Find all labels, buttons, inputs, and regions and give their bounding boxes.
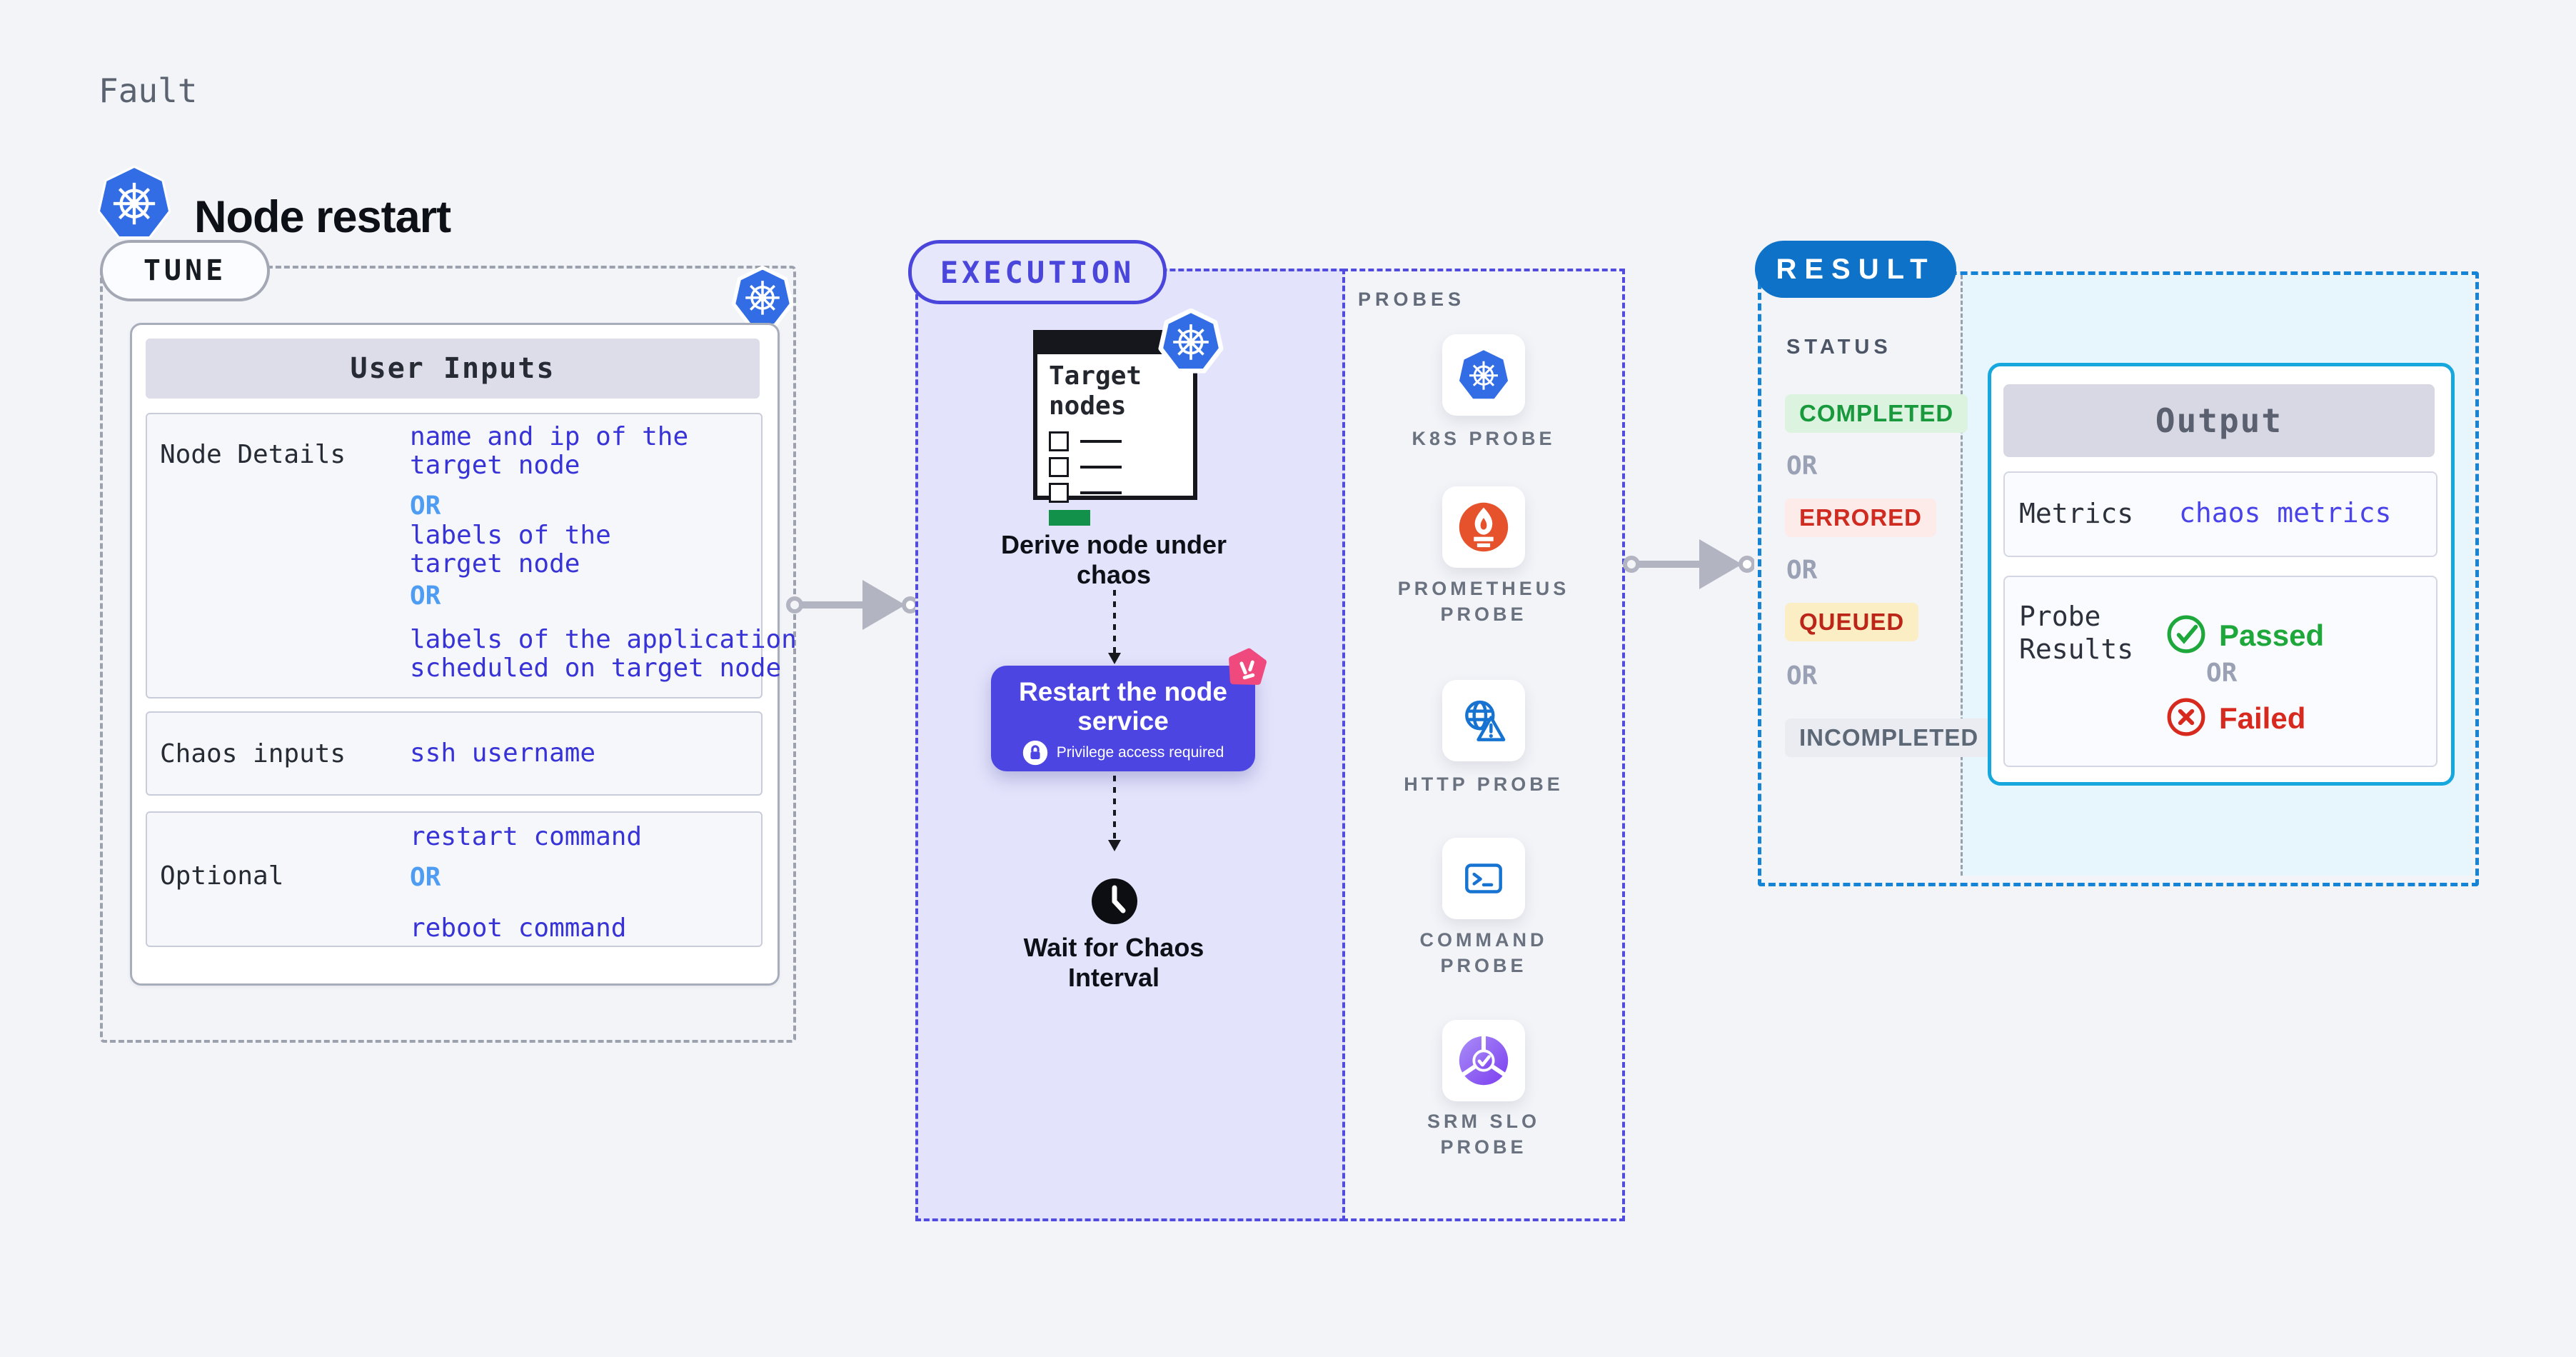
metrics-row — [2003, 471, 2437, 557]
srm-slo-icon — [1459, 1036, 1509, 1086]
status-badge-incompleted: INCOMPLETED — [1785, 718, 1993, 757]
derive-node-caption: Derive node under chaos — [1000, 530, 1227, 589]
execution-to-result-arrow — [1623, 539, 1754, 589]
restart-node-service-box: Restart the node service Privilege acces… — [991, 666, 1255, 771]
passed-label: Passed — [2219, 619, 2325, 652]
probe-label: K8S PROBE — [1412, 428, 1556, 449]
chaos-inputs-value: ssh username — [410, 738, 596, 768]
srm-slo-probe-card — [1442, 1020, 1525, 1101]
litmus-chaos-icon — [1229, 648, 1267, 685]
command-terminal-icon — [1465, 863, 1502, 893]
user-inputs-header: User Inputs — [146, 339, 760, 399]
checkbox-icon — [1049, 483, 1069, 503]
clipboard-title: Target nodes — [1049, 361, 1142, 421]
probe-label: SRM SLO PROBE — [1427, 1111, 1540, 1158]
tune-badge: TUNE — [100, 240, 270, 301]
wait-chaos-caption: Wait for Chaos Interval — [1023, 933, 1204, 992]
probe-results-label: Probe Results — [2019, 601, 2134, 665]
probe-results-row — [2003, 576, 2437, 767]
optional-row — [146, 811, 763, 947]
optional-label: Optional — [160, 861, 284, 891]
privilege-note-row: Privilege access required — [991, 740, 1255, 766]
http-globe-warning-icon — [1465, 700, 1506, 741]
kubernetes-icon — [731, 266, 794, 328]
kubernetes-icon — [1158, 309, 1224, 374]
failed-label: Failed — [2219, 701, 2306, 735]
status-badge-queued: QUEUED — [1785, 603, 1919, 641]
output-header-label: Output — [2155, 401, 2283, 440]
probe-label: PROMETHEUS PROBE — [1397, 578, 1570, 625]
node-details-value-2: labels of the target node — [410, 521, 611, 579]
kubernetes-icon — [1459, 350, 1509, 399]
node-details-value-3: labels of the application scheduled on t… — [410, 625, 797, 683]
tune-to-execution-arrow — [786, 580, 917, 630]
result-badge-label: RESULT — [1776, 253, 1936, 285]
chaos-inputs-row — [146, 711, 763, 796]
optional-value-1: restart command — [410, 822, 643, 851]
list-line — [1080, 440, 1122, 443]
probes-section — [1342, 269, 1625, 1221]
execution-badge: EXECUTION — [908, 240, 1167, 304]
output-header: Output — [2003, 384, 2435, 457]
checkbox-icon — [1049, 431, 1069, 451]
http-probe-card — [1442, 680, 1525, 761]
checkbox-icon — [1049, 457, 1069, 477]
node-details-label: Node Details — [160, 440, 346, 469]
execution-badge-label: EXECUTION — [940, 254, 1135, 290]
status-column-label: STATUS — [1786, 336, 1892, 359]
node-details-row — [146, 413, 763, 698]
result-section — [1758, 271, 2479, 886]
lock-icon — [1022, 740, 1047, 766]
checkbox-list-item — [1049, 483, 1193, 503]
command-probe-card — [1442, 838, 1525, 919]
probes-section-label: PROBES — [1358, 289, 1466, 310]
tune-badge-label: TUNE — [143, 254, 227, 287]
prometheus-icon — [1459, 502, 1509, 552]
check-circle-icon — [2167, 615, 2205, 654]
probe-label: HTTP PROBE — [1404, 773, 1564, 795]
status-badge-completed: COMPLETED — [1785, 394, 1968, 433]
status-badge-errored: ERRORED — [1785, 499, 1937, 537]
flow-arrow-down — [1108, 590, 1121, 664]
page-title: Node restart — [194, 192, 451, 242]
metrics-label: Metrics — [2019, 498, 2134, 529]
or-separator: OR — [2206, 659, 2238, 688]
clock-icon — [1092, 878, 1137, 924]
probe-label: COMMAND PROBE — [1419, 929, 1548, 976]
user-inputs-header-label: User Inputs — [350, 352, 555, 385]
optional-value-2: reboot command — [410, 913, 627, 943]
or-separator: OR — [410, 863, 441, 892]
restart-node-title: Restart the node service — [1019, 677, 1227, 736]
fault-eyebrow: Fault — [99, 71, 198, 110]
node-details-value-1: name and ip of the target node — [410, 422, 689, 480]
tune-section — [100, 266, 796, 1043]
k8s-probe-card — [1442, 334, 1525, 416]
list-line — [1080, 491, 1122, 494]
progress-bar — [1049, 510, 1090, 526]
prometheus-probe-card — [1442, 486, 1525, 568]
or-separator: OR — [1786, 451, 1818, 481]
checkbox-list-item — [1049, 431, 1193, 451]
x-circle-icon — [2167, 698, 2205, 736]
metrics-value: chaos metrics — [2179, 497, 2392, 529]
checkbox-list-item — [1049, 457, 1193, 477]
or-separator: OR — [1786, 556, 1818, 585]
privilege-note: Privilege access required — [1056, 744, 1224, 761]
or-separator: OR — [1786, 661, 1818, 691]
result-badge: RESULT — [1755, 241, 1956, 298]
or-separator: OR — [410, 581, 441, 611]
kubernetes-icon — [97, 165, 171, 239]
flow-arrow-down — [1108, 776, 1121, 851]
chaos-inputs-label: Chaos inputs — [160, 739, 346, 768]
list-line — [1080, 466, 1122, 469]
or-separator: OR — [410, 491, 441, 521]
